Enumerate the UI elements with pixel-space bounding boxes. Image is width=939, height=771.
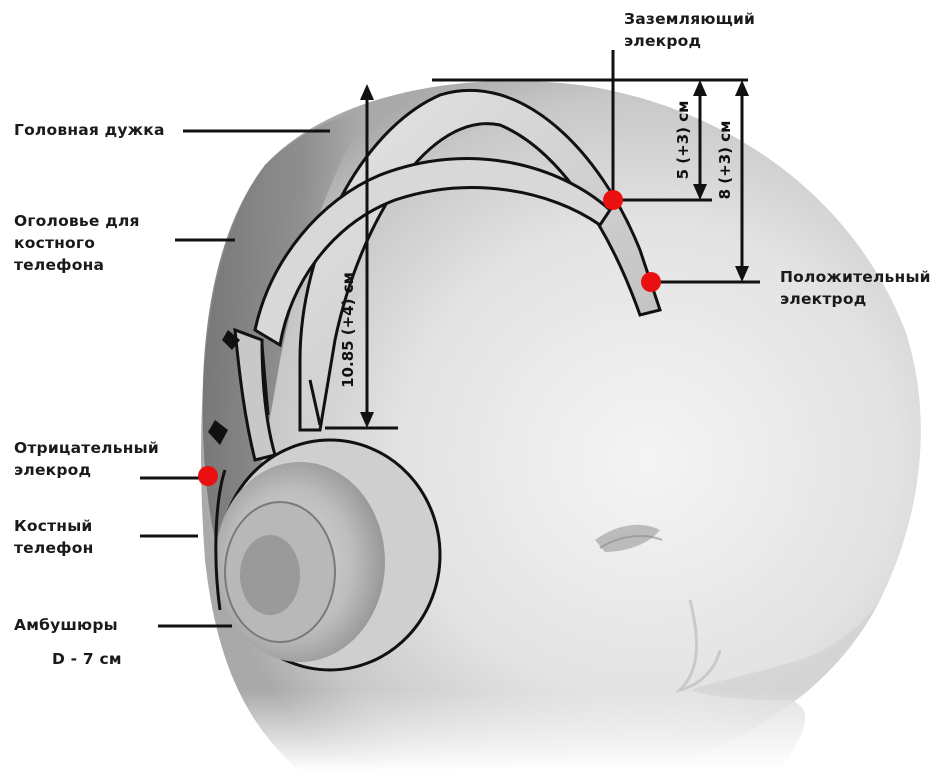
positive-offset-label: 8 (+3) см <box>716 121 734 200</box>
positive-electrode-dot <box>641 272 661 292</box>
band-height-label: 10.85 (+4) см <box>339 272 357 388</box>
diameter-label: D - 7 см <box>52 648 122 670</box>
headband-label: Головная дужка <box>14 119 165 141</box>
bone-phone-label: Костный телефон <box>14 515 94 559</box>
ear-cushions-label: Амбушюры <box>14 614 118 636</box>
ground-electrode-dot <box>603 190 623 210</box>
ground-offset-label: 5 (+3) см <box>674 101 692 180</box>
negative-electrode-label: Отрицательный элекрод <box>14 437 159 481</box>
bone-headset-label: Оголовье для костного телефона <box>14 210 140 276</box>
negative-electrode-dot <box>198 466 218 486</box>
ground-electrode-label: Заземляющий элекрод <box>624 8 755 52</box>
positive-electrode-label: Положительный электрод <box>780 266 931 310</box>
